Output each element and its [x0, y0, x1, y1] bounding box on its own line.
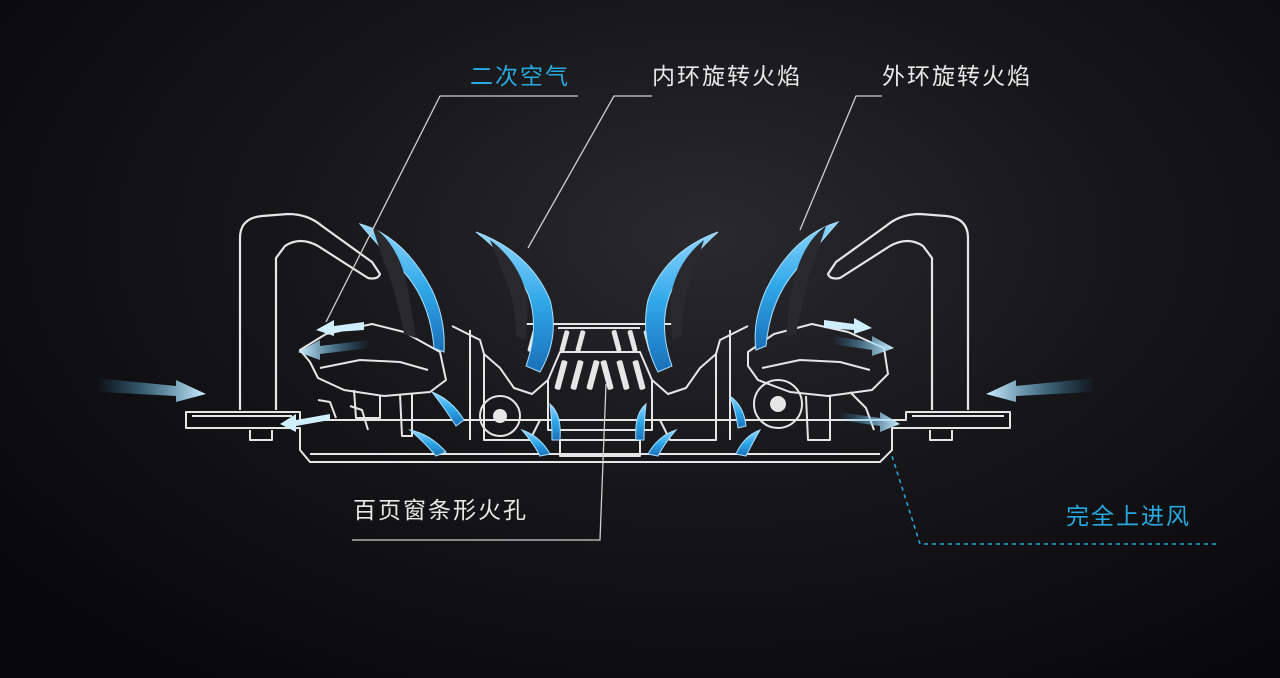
pan-support-right — [826, 212, 970, 410]
label-full-upper-intake: 完全上进风 — [1066, 504, 1191, 530]
leader-louver — [352, 383, 607, 541]
flames-lower — [408, 390, 762, 457]
leader-inner-ring — [527, 95, 652, 249]
air-arrow-lower-left — [280, 414, 330, 432]
label-inner-ring-flame: 内环旋转火焰 — [652, 64, 802, 90]
flame-shape — [670, 240, 704, 340]
air-arrow-left-far — [96, 378, 206, 402]
label-outer-ring-flame: 外环旋转火焰 — [882, 64, 1032, 90]
air-arrow-right-upper — [824, 318, 872, 334]
air-arrow-right-mid — [832, 336, 894, 356]
burner-head-right — [747, 323, 889, 441]
flames-inner-left — [475, 231, 554, 373]
burner-head-left — [299, 323, 447, 437]
air-arrow-lower-right — [838, 412, 900, 432]
air-arrow-left-mid — [298, 340, 370, 360]
label-louver-fire-holes: 百页窗条形火孔 — [353, 498, 528, 524]
nozzle-right — [753, 379, 803, 429]
flame-shape — [372, 226, 416, 338]
nozzle-left — [479, 395, 521, 437]
air-arrows — [96, 318, 1096, 432]
flames-inner-right — [645, 231, 719, 373]
leader-full-up — [891, 455, 1216, 545]
flame-shape — [786, 226, 826, 336]
air-arrow-right-far — [986, 378, 1096, 402]
flames-outer-left — [358, 223, 445, 353]
air-arrow-left-upper — [316, 320, 364, 336]
burner-center — [451, 323, 749, 441]
leader-outer-ring — [799, 95, 882, 231]
pan-support-left — [238, 212, 382, 410]
leader-lines — [325, 95, 882, 541]
flames-outer-right — [754, 221, 840, 351]
flame-shape — [490, 240, 528, 340]
leader-secondary-air — [325, 95, 578, 323]
label-secondary-air: 二次空气 — [470, 64, 570, 90]
